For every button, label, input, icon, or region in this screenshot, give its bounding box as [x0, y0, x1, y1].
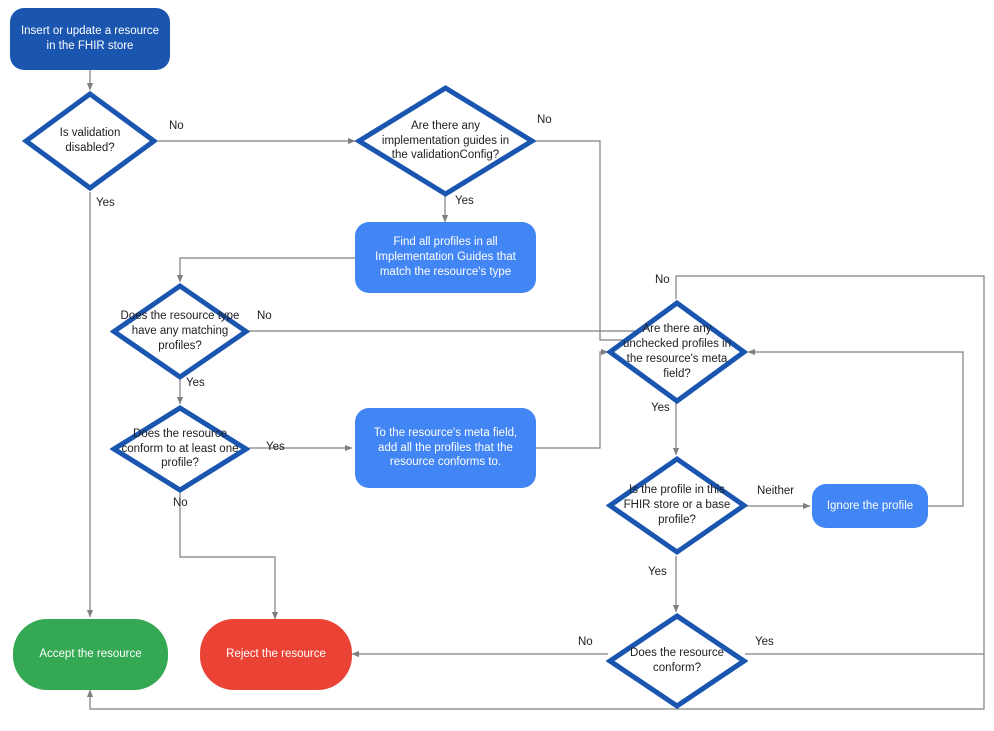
decision-diamond-shape	[22, 90, 158, 192]
edge-addprofiles-to-unchecked	[536, 348, 609, 449]
node-reject-label: Reject the resource	[226, 648, 326, 661]
edge-label-validation-no: No	[169, 120, 184, 132]
node-conform-one-profile[interactable]: Does the resource conform to at least on…	[110, 404, 250, 494]
edge-label-matching-no: No	[257, 310, 272, 322]
node-matching-profiles[interactable]: Does the resource type have any matching…	[110, 282, 250, 381]
node-unchecked-profiles[interactable]: Are there any unchecked profiles in the …	[606, 299, 748, 405]
edge-conform-no	[179, 493, 279, 620]
node-resource-conform[interactable]: Does the resource conform?	[606, 612, 748, 710]
node-add-profiles-meta[interactable]: To the resource's meta field, add all th…	[355, 408, 536, 488]
decision-diamond-shape	[606, 299, 748, 405]
edge-label-conform-no: No	[173, 497, 188, 509]
decision-diamond-shape	[606, 455, 748, 556]
decision-diamond-shape	[110, 405, 250, 493]
node-find-profiles[interactable]: Find all profiles in all Implementation …	[355, 222, 536, 293]
node-profile-in-store[interactable]: Is the profile in this FHIR store or a b…	[606, 455, 748, 556]
edge-ignore-back	[747, 348, 964, 507]
edge-unchecked-no	[86, 275, 985, 710]
edge-label-resconform-no: No	[578, 636, 593, 648]
node-validation-disabled[interactable]: Is validation disabled?	[22, 90, 158, 192]
node-find-profiles-label: Find all profiles in all Implementation …	[375, 236, 516, 278]
node-start[interactable]: Insert or update a resource in the FHIR …	[10, 8, 170, 70]
edge-label-resconform-yes: Yes	[755, 636, 774, 648]
decision-diamond-shape	[355, 85, 536, 197]
edge-label-conform-yes: Yes	[266, 441, 285, 453]
node-implementation-guides[interactable]: Are there any implementation guides in t…	[355, 84, 536, 198]
node-add-profiles-meta-label: To the resource's meta field, add all th…	[373, 426, 518, 469]
edge-label-ig-no: No	[537, 114, 552, 126]
node-accept[interactable]: Accept the resource	[13, 619, 168, 690]
edge-label-unchecked-no: No	[655, 274, 670, 286]
node-reject[interactable]: Reject the resource	[200, 619, 352, 690]
node-ignore-profile[interactable]: Ignore the profile	[812, 484, 928, 528]
edge-label-validation-yes: Yes	[96, 197, 115, 209]
edge-label-unchecked-yes: Yes	[651, 402, 670, 414]
edge-label-profilestore-neither: Neither	[757, 485, 795, 497]
edge-findprofiles-to-matching	[176, 257, 355, 283]
edge-label-profilestore-yes: Yes	[648, 566, 667, 578]
decision-diamond-shape	[110, 282, 250, 381]
node-start-label: Insert or update a resource in the FHIR …	[20, 25, 160, 52]
node-ignore-profile-label: Ignore the profile	[826, 499, 914, 512]
decision-diamond-shape	[606, 612, 748, 710]
edge-label-ig-yes: Yes	[455, 195, 474, 207]
node-accept-label: Accept the resource	[39, 648, 142, 661]
edge-label-matching-yes: Yes	[186, 377, 205, 389]
